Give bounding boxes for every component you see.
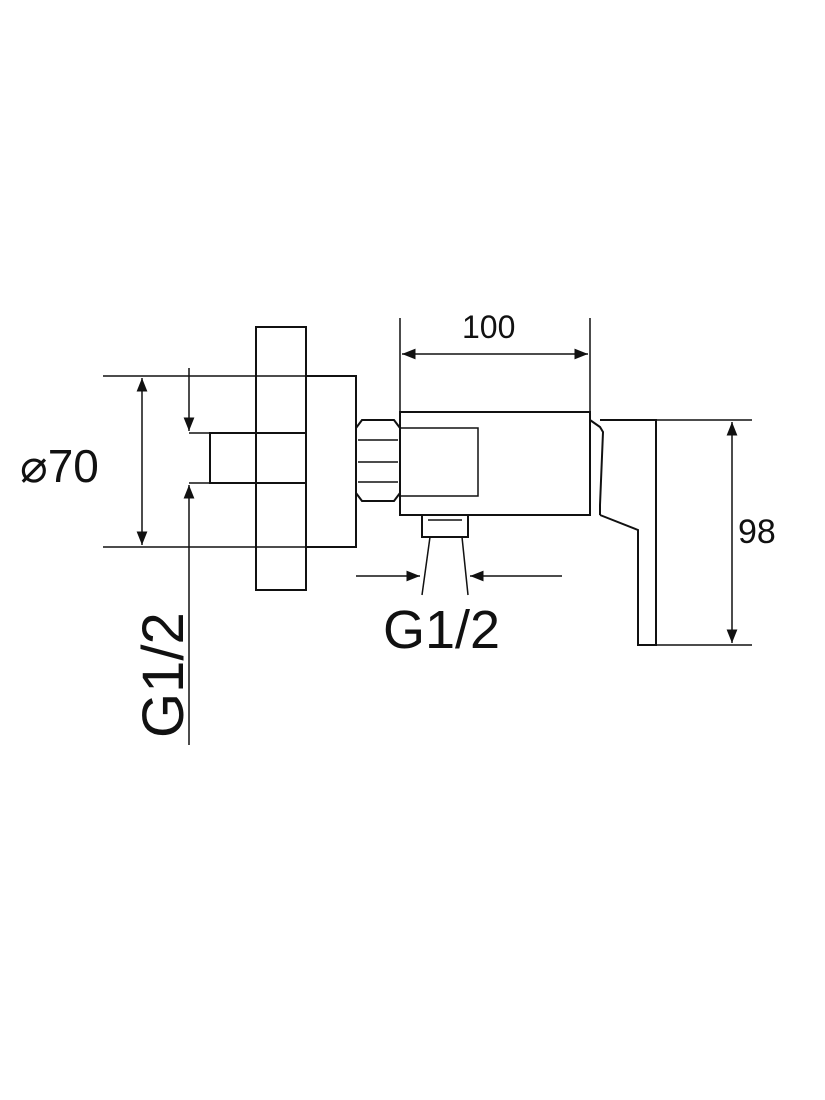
hex-nut <box>355 419 401 502</box>
flange-diameter-label: ⌀70 <box>20 440 99 492</box>
outlet-thread-label: G1/2 <box>383 600 500 660</box>
cover-plate <box>306 375 357 548</box>
inlet-thread-label: G1/2 <box>131 612 196 738</box>
inlet-pipe-stub <box>209 432 307 484</box>
lever-height-label: 98 <box>738 513 776 551</box>
lever-handle <box>589 419 752 646</box>
dimension-flange-diameter <box>103 375 306 548</box>
wall-flange <box>255 326 307 591</box>
dimension-body-length <box>399 318 591 412</box>
body-length-label: 100 <box>462 309 515 345</box>
valve-body <box>399 411 591 516</box>
dimension-inlet-thread <box>183 368 210 745</box>
outlet-nipple <box>421 514 469 596</box>
